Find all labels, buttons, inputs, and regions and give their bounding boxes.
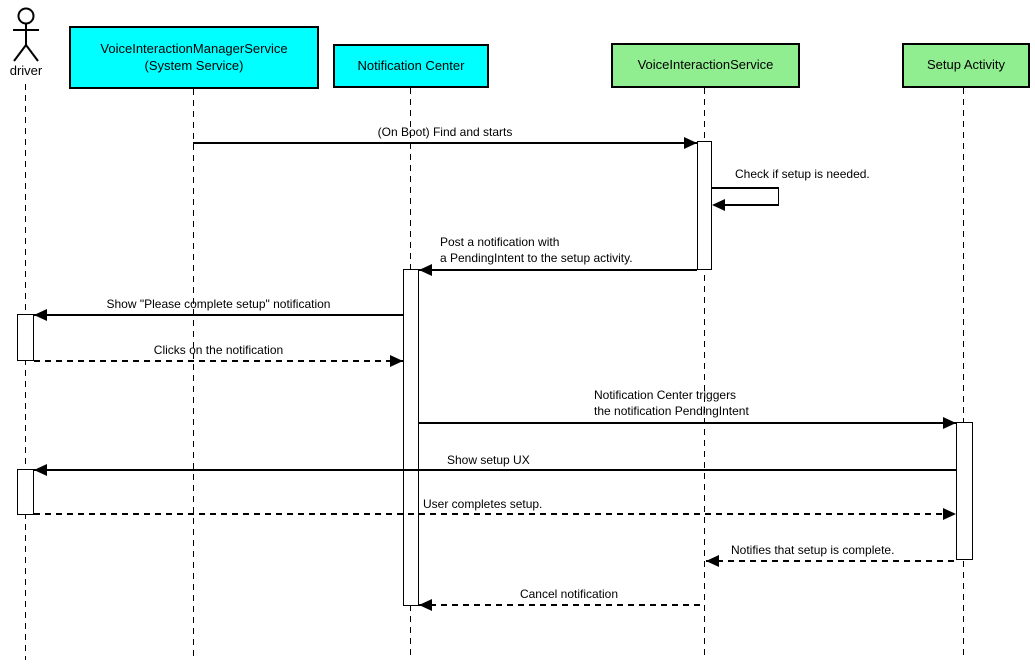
message-1-arrowhead-icon	[684, 137, 697, 149]
activation-setup-activity	[956, 422, 973, 560]
message-6-label-line2: the notification PendingIntent	[594, 404, 749, 418]
activation-driver-1	[17, 314, 34, 361]
message-6-label: Notification Center triggers	[594, 388, 737, 402]
message-7-line	[34, 469, 956, 471]
participant-notification-center: Notification Center	[333, 44, 489, 88]
activation-notification-center	[403, 269, 419, 606]
message-2-line-top	[712, 187, 779, 189]
participant-sublabel: (System Service)	[144, 57, 244, 73]
message-7-arrowhead-icon	[34, 464, 47, 476]
participant-label: VoiceInteractionService	[637, 57, 774, 73]
message-8-arrowhead-icon	[943, 508, 956, 520]
message-7-label: Show setup UX	[447, 453, 530, 467]
participant-driver	[0, 3, 52, 63]
message-9-arrowhead-icon	[706, 555, 719, 567]
participant-voice-interaction-manager-service: VoiceInteractionManagerService (System S…	[69, 26, 319, 89]
participant-setup-activity: Setup Activity	[902, 43, 1030, 88]
message-4-arrowhead-icon	[34, 309, 47, 321]
message-3-label-line2: a PendingIntent to the setup activity.	[440, 251, 633, 265]
actor-icon	[13, 7, 39, 62]
message-9-line	[706, 560, 957, 562]
lifeline-voice-interaction-manager-service	[193, 89, 194, 660]
message-8-line	[34, 513, 956, 515]
lifeline-voice-interaction-service	[704, 88, 705, 660]
message-10-arrowhead-icon	[419, 599, 432, 611]
message-2-line-bottom	[724, 204, 779, 206]
message-3-line	[419, 269, 697, 271]
lifeline-setup-activity	[963, 88, 964, 660]
message-8-label: User completes setup.	[423, 497, 543, 511]
message-2-line-right	[777, 187, 779, 205]
lifeline-driver	[25, 84, 26, 660]
participant-label: VoiceInteractionManagerService	[100, 41, 288, 57]
message-4-label: Show "Please complete setup" notificatio…	[106, 297, 331, 311]
message-10-label: Cancel notification	[519, 587, 619, 601]
message-4-line	[34, 314, 403, 316]
message-1-line	[193, 142, 697, 144]
message-5-arrowhead-icon	[390, 355, 403, 367]
message-3-arrowhead-icon	[419, 264, 432, 276]
message-2-label: Check if setup is needed.	[735, 167, 870, 181]
activation-voice-interaction-service	[697, 141, 712, 270]
message-5-label: Clicks on the notification	[153, 343, 284, 357]
message-1-label: (On Boot) Find and starts	[377, 125, 513, 139]
activation-driver-2	[17, 469, 34, 515]
message-3-label: Post a notification with	[440, 235, 560, 249]
message-5-line	[34, 360, 403, 362]
message-10-line	[419, 604, 705, 606]
message-9-label: Notifies that setup is complete.	[731, 543, 895, 557]
participant-driver-label: driver	[9, 63, 43, 78]
message-2-arrowhead-icon	[712, 199, 725, 211]
participant-voice-interaction-service: VoiceInteractionService	[611, 43, 800, 88]
message-6-arrowhead-icon	[943, 417, 956, 429]
message-6-line	[419, 422, 956, 424]
participant-label: Setup Activity	[926, 57, 1006, 73]
participant-label: Notification Center	[357, 57, 465, 73]
